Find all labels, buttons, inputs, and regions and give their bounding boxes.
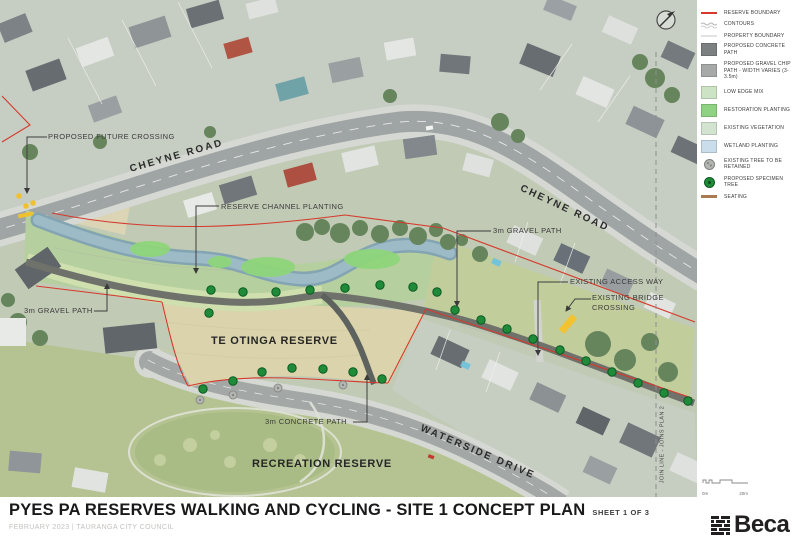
cheyne-road <box>0 104 697 291</box>
scale-bar-icon <box>702 479 748 484</box>
reserve-boundary-swatch <box>701 12 717 15</box>
legend-item-existing-vegetation: EXISTING VEGETATION <box>701 121 797 135</box>
label-existing-bridge-crossing: EXISTING BRIDGE CROSSING <box>592 293 664 313</box>
legend-item-low-edge-mix: LOW EDGE MIX <box>701 85 797 99</box>
beca-logo-icon <box>711 515 730 535</box>
label-reserve-channel-planting: RESERVE CHANNEL PLANTING <box>221 202 344 211</box>
te-otinga-field <box>124 296 426 387</box>
seating-swatch <box>701 195 717 199</box>
subtitle: FEBRUARY 2023 | TAURANGA CITY COUNCIL <box>9 524 174 531</box>
proposed-specimen-trees <box>198 280 693 406</box>
label-existing-access-way: EXISTING ACCESS WAY <box>570 277 664 286</box>
beca-logo-text: Beca <box>734 511 790 538</box>
legend-item-gravel-path: PROPOSED GRAVEL CHIP PATH - WIDTH VARIES… <box>701 61 797 81</box>
label-te-otinga-reserve: TE OTINGA RESERVE <box>211 335 338 347</box>
label-join-line: JOIN LINE - JOINS PLAN 2 <box>659 405 666 484</box>
legend: RESERVE BOUNDARY CONTOURS PROPERTY BOUND… <box>701 10 797 204</box>
beca-logo: Beca <box>711 511 790 539</box>
scale-start: 0m <box>702 491 709 496</box>
legend-item-restoration-planting: RESTORATION PLANTING <box>701 103 797 117</box>
concrete-path <box>320 292 377 386</box>
low-edge-mix-swatch <box>701 85 717 99</box>
scale-bar: 0m 20m <box>702 472 750 496</box>
houses <box>0 0 697 493</box>
legend-item-property-boundary: PROPERTY BOUNDARY <box>701 33 797 40</box>
site-plan-map: PROPOSED FUTURE CROSSING CHEYNE ROAD RES… <box>0 0 697 497</box>
concrete-path-swatch <box>701 43 717 56</box>
specimen-tree-icon <box>701 176 717 188</box>
title-block: PYES PA RESERVES WALKING AND CYCLING - S… <box>9 501 650 531</box>
southeast-block <box>392 318 697 497</box>
sheet-number: SHEET 1 OF 3 <box>592 508 650 517</box>
legend-item-concrete-path: PROPOSED CONCRETE PATH <box>701 43 797 56</box>
leader-lines <box>24 136 591 423</box>
legend-item-reserve-boundary: RESERVE BOUNDARY <box>701 10 797 17</box>
existing-trees-retained <box>195 380 348 405</box>
scale-end: 20m <box>739 491 748 496</box>
existing-tree-icon <box>701 158 717 170</box>
page-title: PYES PA RESERVES WALKING AND CYCLING - S… <box>9 501 586 519</box>
gravel-path-swatch <box>701 64 717 78</box>
property-boundary-swatch <box>701 34 717 37</box>
aerial-basemap <box>0 0 697 497</box>
label-gravel-path-left: 3m GRAVEL PATH <box>24 306 93 315</box>
legend-item-contours: CONTOURS <box>701 21 797 29</box>
legend-item-wetland-planting: WETLAND PLANTING <box>701 139 797 153</box>
restoration-planting <box>130 241 400 277</box>
label-gravel-path-right: 3m GRAVEL PATH <box>493 226 562 235</box>
restoration-planting-swatch <box>701 103 717 117</box>
existing-vegetation <box>1 54 680 382</box>
existing-vegetation-swatch <box>701 121 717 135</box>
wetland-planting-swatch <box>701 139 717 153</box>
legend-item-seating: SEATING <box>701 194 797 201</box>
label-proposed-future-crossing: PROPOSED FUTURE CROSSING <box>48 132 175 141</box>
contours-swatch <box>701 21 717 29</box>
label-recreation-reserve: RECREATION RESERVE <box>252 458 392 470</box>
north-arrow-icon <box>656 10 676 30</box>
bridge-crossing-marker <box>558 314 578 334</box>
label-concrete-path: 3m CONCRETE PATH <box>265 417 347 426</box>
legend-item-specimen-tree: PROPOSED SPECIMEN TREE <box>701 176 797 189</box>
legend-item-existing-tree: EXISTING TREE TO BE RETAINED <box>701 158 797 171</box>
future-crossing-marker <box>16 193 36 219</box>
recreation-reserve-pond <box>128 401 342 497</box>
